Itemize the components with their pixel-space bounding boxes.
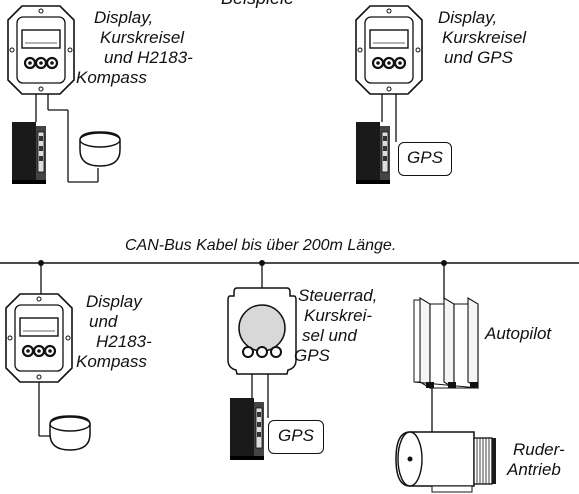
label-line: Kompass (76, 352, 147, 371)
gyro-unit (229, 397, 265, 461)
top-left-label: Display, Kurskreisel und H2183- Kompass (76, 8, 193, 88)
autopilot-label: Autopilot (485, 324, 552, 343)
label-line: Ruder- (513, 440, 565, 459)
label-line: sel und (302, 326, 357, 345)
bottom-mid-label: Steuerrad, Kurskrei- sel und GPS (292, 286, 377, 366)
bottom-left-label: Display und H2183- Kompass (76, 292, 152, 372)
display-unit (4, 292, 74, 384)
label-line: GPS (294, 346, 330, 365)
rudder-drive-unit (395, 431, 496, 493)
can-bus-label: CAN-Bus Kabel bis über 200m Länge. (125, 237, 397, 254)
label-line: Antrieb (507, 460, 561, 479)
label-line: H2183- (96, 332, 152, 351)
compass-unit (49, 415, 91, 451)
rudder-label: Ruder- Antrieb (507, 440, 565, 480)
label-line: Kurskrei- (304, 306, 373, 325)
top-right-label: Display, Kurskreisel und GPS (424, 8, 526, 68)
label-line: und H2183- (104, 48, 193, 67)
label-line: Kurskreisel (442, 28, 527, 47)
label-line: und GPS (444, 48, 513, 67)
gyro-unit (11, 121, 47, 185)
label-line: und (89, 312, 118, 331)
gyro-unit (355, 121, 391, 185)
label-line: Display (86, 292, 142, 311)
label-line: Display, (94, 8, 154, 27)
compass-unit (79, 131, 121, 167)
label-line: Display, (438, 8, 498, 27)
label-line: Kurskreisel (100, 28, 185, 47)
display-unit (354, 4, 424, 96)
gps-box: GPS (268, 420, 324, 454)
label-line: Steuerrad, (298, 286, 378, 305)
wheel-unit (227, 287, 297, 375)
display-unit (6, 4, 76, 96)
autopilot-unit (413, 297, 479, 389)
label-line: Kompass (76, 68, 147, 87)
page-title: Beispiele (221, 0, 294, 8)
gps-box: GPS (398, 142, 452, 176)
